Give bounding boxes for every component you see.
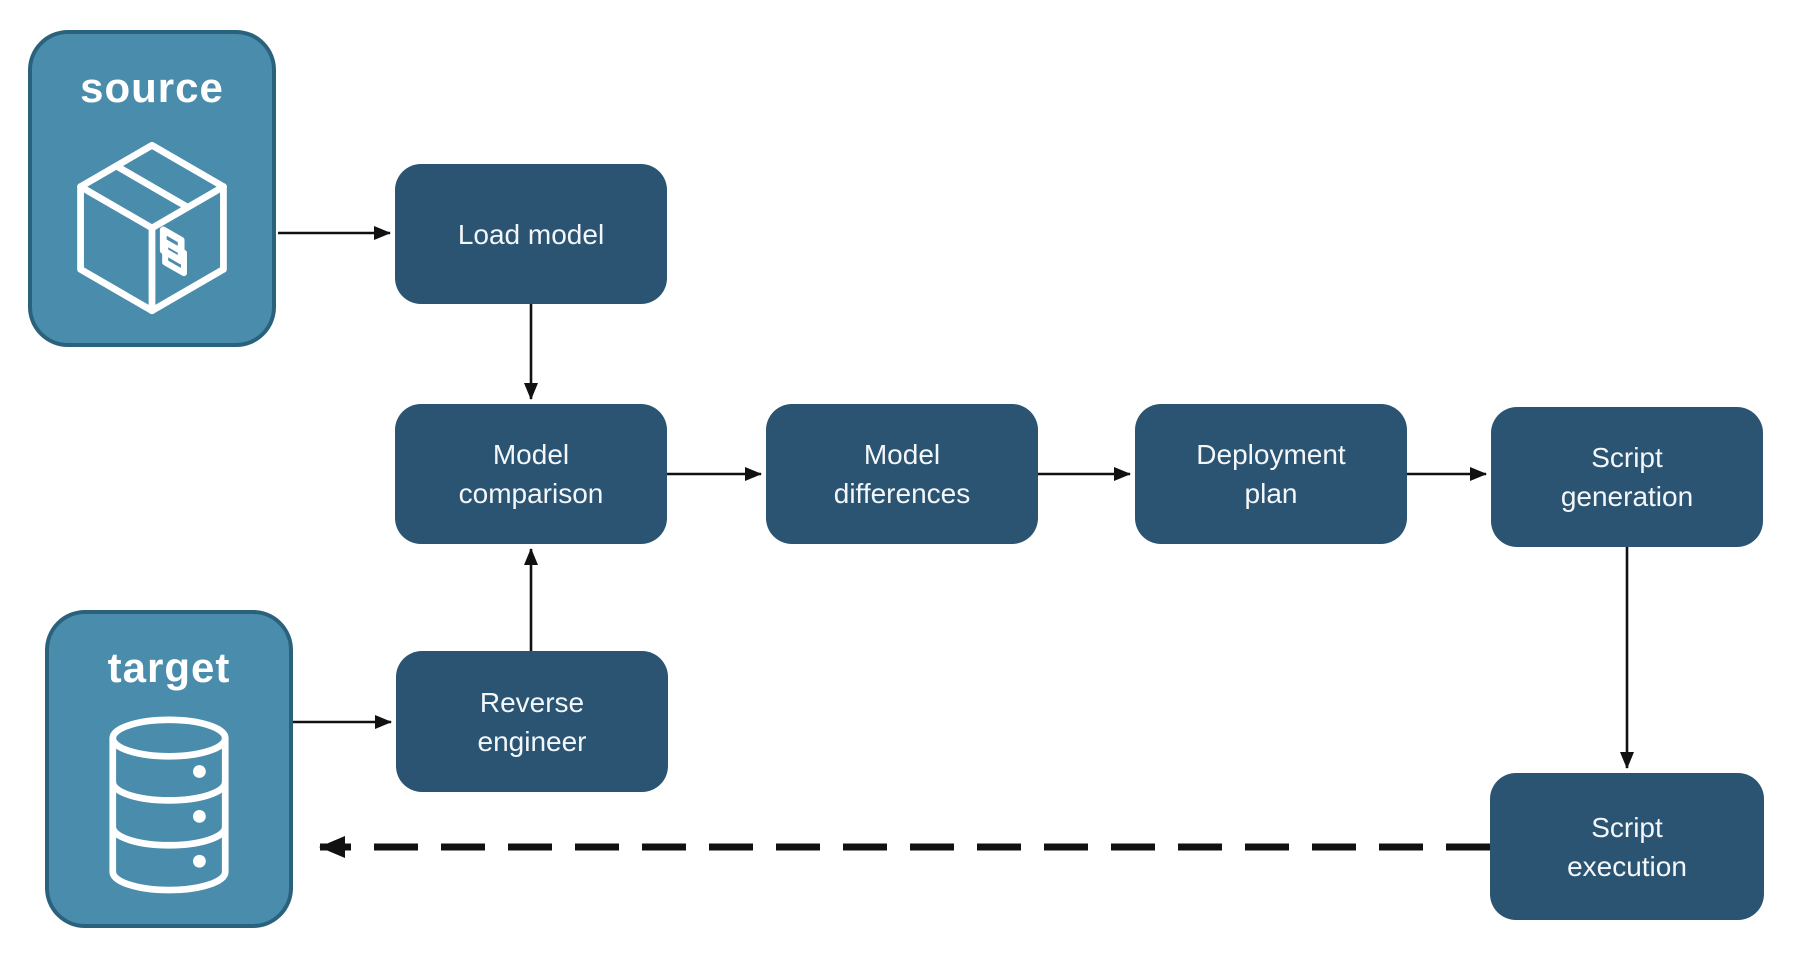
script-execution-label: Script execution: [1567, 811, 1687, 882]
deployment-plan-label: Deployment plan: [1196, 439, 1346, 509]
load-model-label: Load model: [457, 218, 605, 250]
script-generation-label: Script generation: [1560, 442, 1694, 512]
node-reverse-engineer: Reverse engineer: [396, 651, 668, 792]
target-label: target: [107, 644, 231, 691]
database-icon: [109, 716, 229, 894]
node-deployment-plan: Deployment plan: [1135, 404, 1407, 544]
node-model-comparison: Model comparison: [395, 404, 667, 544]
node-script-execution: Script execution: [1490, 773, 1764, 920]
node-target: target: [45, 610, 293, 928]
node-script-generation: Script generation: [1491, 407, 1763, 547]
node-model-differences: Model differences: [766, 404, 1038, 544]
model-comparison-label: Model comparison: [458, 439, 604, 509]
package-icon: [77, 141, 227, 314]
node-load-model: Load model: [395, 164, 667, 304]
node-source: source: [28, 30, 276, 347]
model-differences-label: Model differences: [833, 439, 971, 509]
source-label: source: [80, 64, 224, 111]
reverse-engineer-label: Reverse engineer: [477, 686, 587, 757]
